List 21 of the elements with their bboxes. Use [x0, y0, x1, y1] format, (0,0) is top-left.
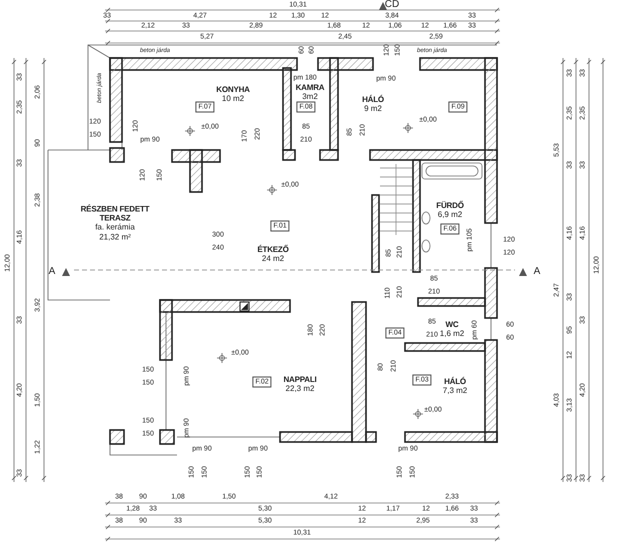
room-area: 21,32 m² [80, 232, 150, 242]
room-area: 6,9 m2 [436, 210, 464, 220]
room-area: 1,6 m2 [440, 329, 464, 338]
section-label: CD [384, 0, 400, 10]
room-area: 3m2 [296, 92, 324, 102]
room-area: 22,3 m2 [283, 384, 317, 394]
room-area: 24 m2 [257, 254, 289, 264]
room-area: 9 m2 [362, 104, 384, 114]
room-name: NAPPALI [283, 374, 317, 384]
room-name: ÉTKEZŐ [257, 244, 289, 254]
room-name: KAMRA [296, 82, 324, 92]
room-name: FÜRDŐ [436, 200, 464, 210]
section-label: A [534, 267, 540, 277]
room-name: HÁLÓ [362, 94, 384, 104]
room-name: KONYHA [216, 84, 250, 94]
floor-material-label: fa. kerámia [94, 223, 136, 232]
room-area: 7,3 m2 [442, 386, 468, 396]
room-name: WC [444, 320, 460, 329]
room-name: HÁLÓ [443, 376, 467, 386]
section-label: A [48, 267, 56, 277]
room-area: 10 m2 [216, 94, 250, 104]
